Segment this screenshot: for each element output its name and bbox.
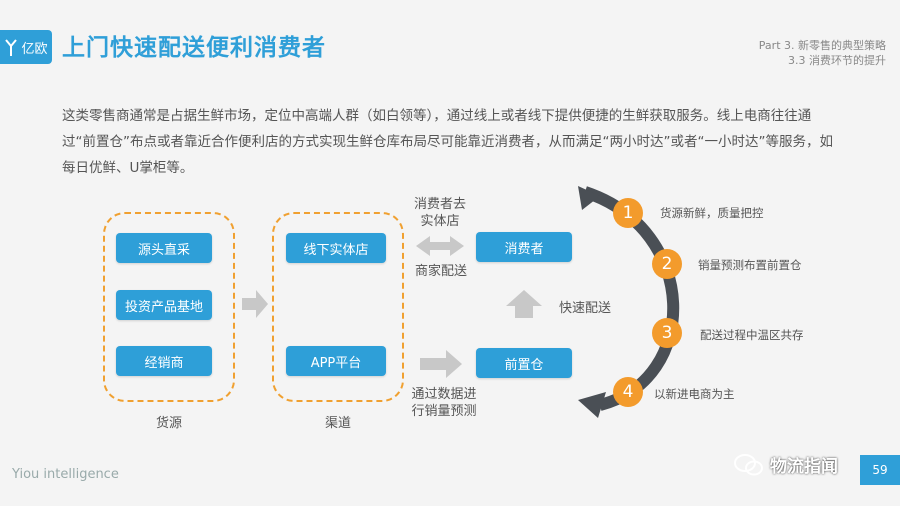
channel-item-store: 线下实体店: [286, 233, 386, 263]
logo-text: 亿欧: [21, 41, 48, 57]
wechat-icon: [734, 453, 763, 475]
label-merchant-delivery: 商家配送: [414, 264, 467, 279]
section-label: Part 3. 新零售的典型策略 3.3 消费环节的提升: [759, 38, 886, 68]
arrow-store-consumer: [416, 236, 464, 256]
step-3-circle: 3: [652, 318, 682, 348]
channels-caption: 渠道: [324, 416, 351, 431]
intro-paragraph: 这类零售商通常是占据生鲜市场，定位中高端人群（如白领等），通过线上或者线下提供便…: [62, 108, 833, 176]
logo-icon: [5, 39, 18, 56]
page-title: 上门快速配送便利消费者: [62, 35, 326, 61]
label-fast-delivery: 快速配送: [558, 301, 611, 316]
sources-caption: 货源: [155, 416, 182, 431]
label-to-store: 消费者去实体店: [414, 197, 467, 229]
page-number: 59: [860, 455, 900, 485]
step-2-text: 销量预测布置前置仓: [698, 258, 802, 272]
arc-arrowhead-bottom: [578, 392, 606, 418]
sources-group: [103, 212, 235, 402]
label-data-forecast: 通过数据进行销量预测: [411, 387, 477, 419]
warehouse-box: 前置仓: [476, 348, 572, 378]
source-item-direct: 源头直采: [116, 233, 212, 263]
consumer-box: 消费者: [476, 232, 572, 262]
channels-group: [272, 212, 404, 402]
step-4-circle: 4: [613, 377, 643, 407]
arrow-warehouse-to-consumer: [506, 290, 542, 318]
logo: 亿欧: [0, 30, 52, 64]
step-3-text: 配送过程中温区共存: [700, 328, 804, 342]
step-1-circle: 1: [613, 198, 643, 228]
source-item-base: 投资产品基地: [116, 290, 212, 320]
arrow-app-to-warehouse: [420, 350, 462, 378]
part-line-2: 3.3 消费环节的提升: [788, 54, 886, 67]
wechat-label: 物流指闻: [770, 457, 838, 477]
arrow-sources-to-channels: [242, 290, 268, 318]
arc-arrowhead: [578, 186, 600, 210]
step-1-text: 货源新鲜，质量把控: [660, 206, 764, 220]
source-item-dealer: 经销商: [116, 346, 212, 376]
wechat-watermark: 物流指闻: [734, 452, 838, 477]
footer-brand: Yiou intelligence: [12, 467, 119, 482]
part-line-1: Part 3. 新零售的典型策略: [758, 39, 886, 52]
step-4-text: 以新进电商为主: [654, 387, 735, 401]
step-2-circle: 2: [652, 249, 682, 279]
channel-item-app: APP平台: [286, 346, 386, 376]
